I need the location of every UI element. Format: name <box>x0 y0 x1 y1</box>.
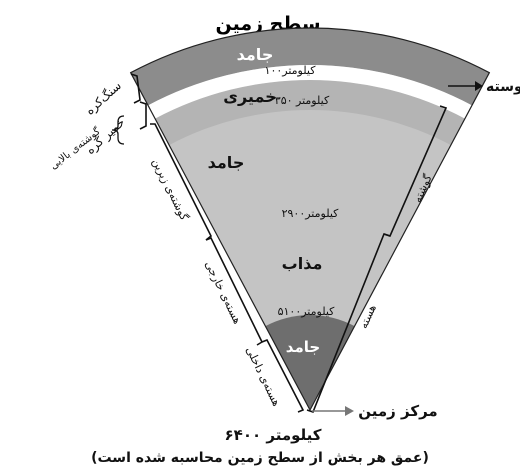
crust-label: پوسته <box>486 79 520 95</box>
center-pointer <box>312 406 354 416</box>
inner-core-bracket <box>261 338 305 413</box>
total-depth-label: ۶۴۰۰ کیلومتر <box>225 426 322 444</box>
crust-state-label: جامد <box>237 45 274 64</box>
crust-band <box>130 28 490 106</box>
depth-350-label: ۳۵۰ کیلومتر <box>275 94 330 107</box>
lithosphere-bracket <box>130 73 141 104</box>
crust-mantle-boundary-line <box>148 65 472 119</box>
asthenosphere-band <box>155 80 465 146</box>
outer-core-state-label: مذاب <box>282 254 323 273</box>
outer-core-bracket <box>205 236 264 346</box>
right-brackets <box>306 105 448 413</box>
lithosphere-label: سنگ‌کره <box>83 78 125 118</box>
asthenosphere-state-label: خمیری <box>223 87 276 106</box>
lower-mantle-state-label: جامد <box>208 153 245 172</box>
depth-5100-label: ۵۱۰۰کیلومتر <box>278 305 336 318</box>
core-bracket <box>306 233 391 413</box>
inner-core-region <box>265 314 355 410</box>
depth-100-label: ۱۰۰کیلومتر <box>265 64 317 77</box>
lower-mantle-bracket <box>150 123 213 241</box>
depth-2900-label: ۲۹۰۰کیلومتر <box>282 207 340 220</box>
wedge-layers <box>129 27 491 412</box>
center-label: مرکز زمین <box>358 402 437 420</box>
left-brackets <box>111 73 305 413</box>
wedge-outline <box>129 27 491 412</box>
depth-note: (عمق هر بخش از سطح زمین محاسبه شده است) <box>91 450 429 466</box>
inner-core-state-label: جامد <box>286 338 320 356</box>
crust-pointer <box>448 81 483 91</box>
upper-mantle-brace <box>111 115 125 145</box>
asthenosphere-bracket <box>139 101 147 130</box>
inner-core-label: هسته‌ی داخلی <box>243 345 283 409</box>
